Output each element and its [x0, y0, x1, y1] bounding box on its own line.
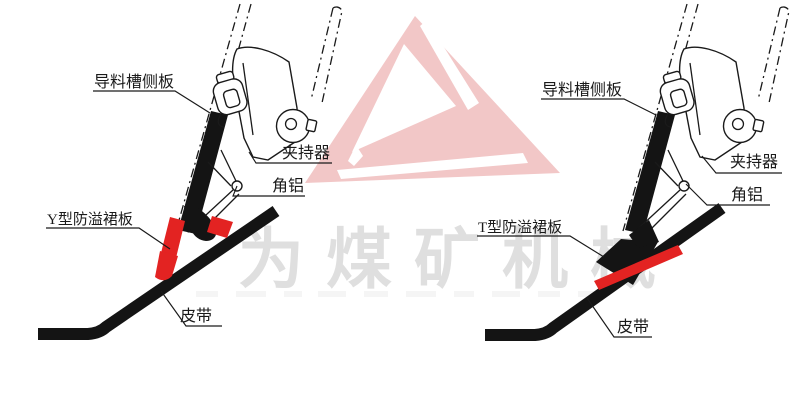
y-skirt-red-wedge [207, 216, 233, 238]
watermark-text: 为煤矿机械 [238, 221, 678, 298]
logo-cut-bottom-gap [337, 153, 528, 179]
leader-chute-right [541, 98, 657, 116]
watermark-logo [305, 16, 560, 183]
label-angle-aluminum-left: 角铝 [272, 177, 304, 195]
logo-cut-apex-slash [420, 20, 479, 110]
leader-skirt-left [46, 227, 171, 250]
clamp-assembly-right [622, 3, 790, 235]
leader-clamp-right [701, 155, 782, 174]
leader-belt-left [160, 290, 222, 327]
callouts-left: 导料槽侧板 夹持器 角铝 Y型防溢裙板 皮带 [46, 73, 332, 327]
belt-left [38, 206, 280, 340]
t-block-nub [629, 220, 659, 248]
t-block-red-stripe [594, 245, 683, 290]
leader-angle-left [232, 185, 305, 197]
diagram-right: 导料槽侧板 夹持器 角铝 T型防溢裙板 皮带 [477, 3, 790, 341]
t-skirt-block [594, 220, 683, 290]
belt-right [485, 203, 726, 341]
logo-cut-tip-gap [348, 145, 363, 166]
label-clamper-left: 夹持器 [282, 144, 330, 162]
callouts-right: 导料槽侧板 夹持器 角铝 T型防溢裙板 皮带 [477, 81, 782, 338]
y-skirt-red-tip [155, 251, 178, 281]
label-belt-left: 皮带 [180, 307, 212, 325]
leader-skirt-right [477, 235, 605, 258]
label-t-skirt-right: T型防溢裙板 [478, 218, 562, 236]
y-skirt-rubber [155, 206, 233, 281]
label-belt-right: 皮带 [617, 318, 649, 336]
label-y-skirt-left: Y型防溢裙板 [47, 210, 133, 228]
label-angle-aluminum-right: 角铝 [731, 186, 763, 204]
label-clamper-right: 夹持器 [730, 153, 778, 171]
logo-cut-inner-triangle [352, 44, 456, 152]
leader-belt-right [586, 297, 652, 338]
diagram-left: 导料槽侧板 夹持器 角铝 Y型防溢裙板 皮带 [38, 3, 343, 340]
t-block-body [596, 239, 658, 285]
y-skirt-red-strip [161, 217, 185, 258]
label-chute-side-plate-left: 导料槽侧板 [94, 73, 174, 91]
leader-chute-left [93, 90, 211, 114]
clamp-assembly-left [175, 3, 343, 235]
leader-clamp-left [248, 151, 332, 164]
leader-angle-right [685, 183, 770, 206]
label-chute-side-plate-right: 导料槽侧板 [542, 81, 622, 99]
